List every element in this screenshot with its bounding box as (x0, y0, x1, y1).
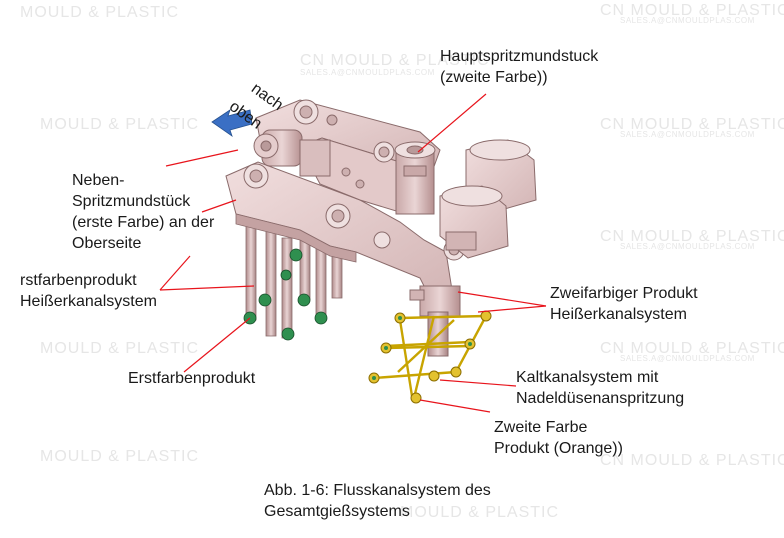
label-first-color-hot-runner: rstfarbenprodukt Heißerkanalsystem (20, 272, 157, 310)
manifold (225, 99, 465, 299)
label-main-nozzle: Hauptspritzmundstuck (zweite Farbe)) (440, 48, 599, 86)
cold-runner-spider (373, 314, 488, 399)
label-cold-runner: Kaltkanalsystem mit Nadeldüsenanspritzun… (516, 369, 685, 407)
arrow-up-icon (211, 109, 253, 138)
label-first-color-product: Erstfarbenprodukt (128, 370, 256, 387)
cold-runner-inner (372, 316, 472, 380)
actuators (439, 139, 537, 259)
first-color-parts (243, 248, 328, 341)
label-second-color-product: Zweite Farbe Produkt (Orange)) (494, 419, 623, 457)
figure-caption: Abb. 1-6: Flusskanalsystem des Gesamtgie… (264, 482, 491, 520)
main-nozzle (394, 141, 436, 215)
label-sub-nozzle: Neben- Spritzmundstück (erste Farbe) an … (72, 172, 215, 252)
label-two-color-hot-runner: Zweifarbiger Produkt Heißerkanalsystem (550, 285, 698, 323)
leader-lines (159, 93, 547, 413)
